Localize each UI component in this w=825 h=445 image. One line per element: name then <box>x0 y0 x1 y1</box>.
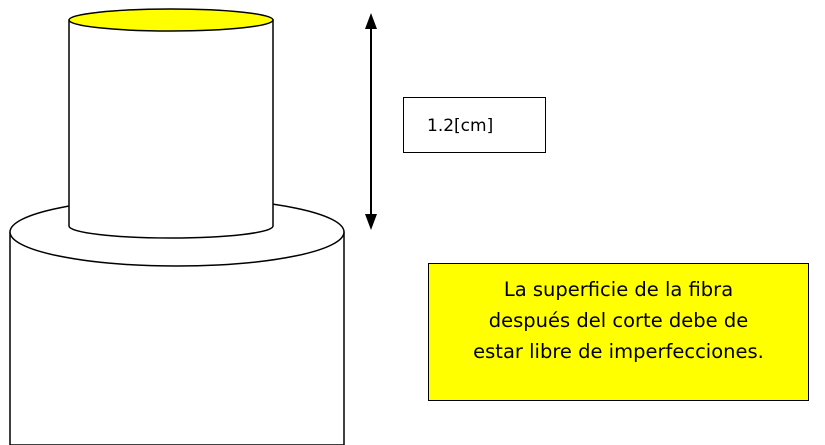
core-body <box>68 19 274 239</box>
note-line-1: La superficie de la fibra <box>503 278 734 301</box>
jacket-body <box>9 232 345 445</box>
fiber-core <box>68 8 274 239</box>
arrow-head-up <box>365 13 377 29</box>
note-box: La superficie de la fibra después del co… <box>428 263 809 401</box>
dimension-label: 1.2[cm] <box>403 97 546 153</box>
arrow-head-down <box>365 214 377 230</box>
core-end-face <box>68 8 274 32</box>
dimension-arrow <box>365 13 377 230</box>
note-line-2: después del corte debe de <box>488 309 749 332</box>
note-line-3: estar libre de imperfecciones. <box>473 340 764 363</box>
